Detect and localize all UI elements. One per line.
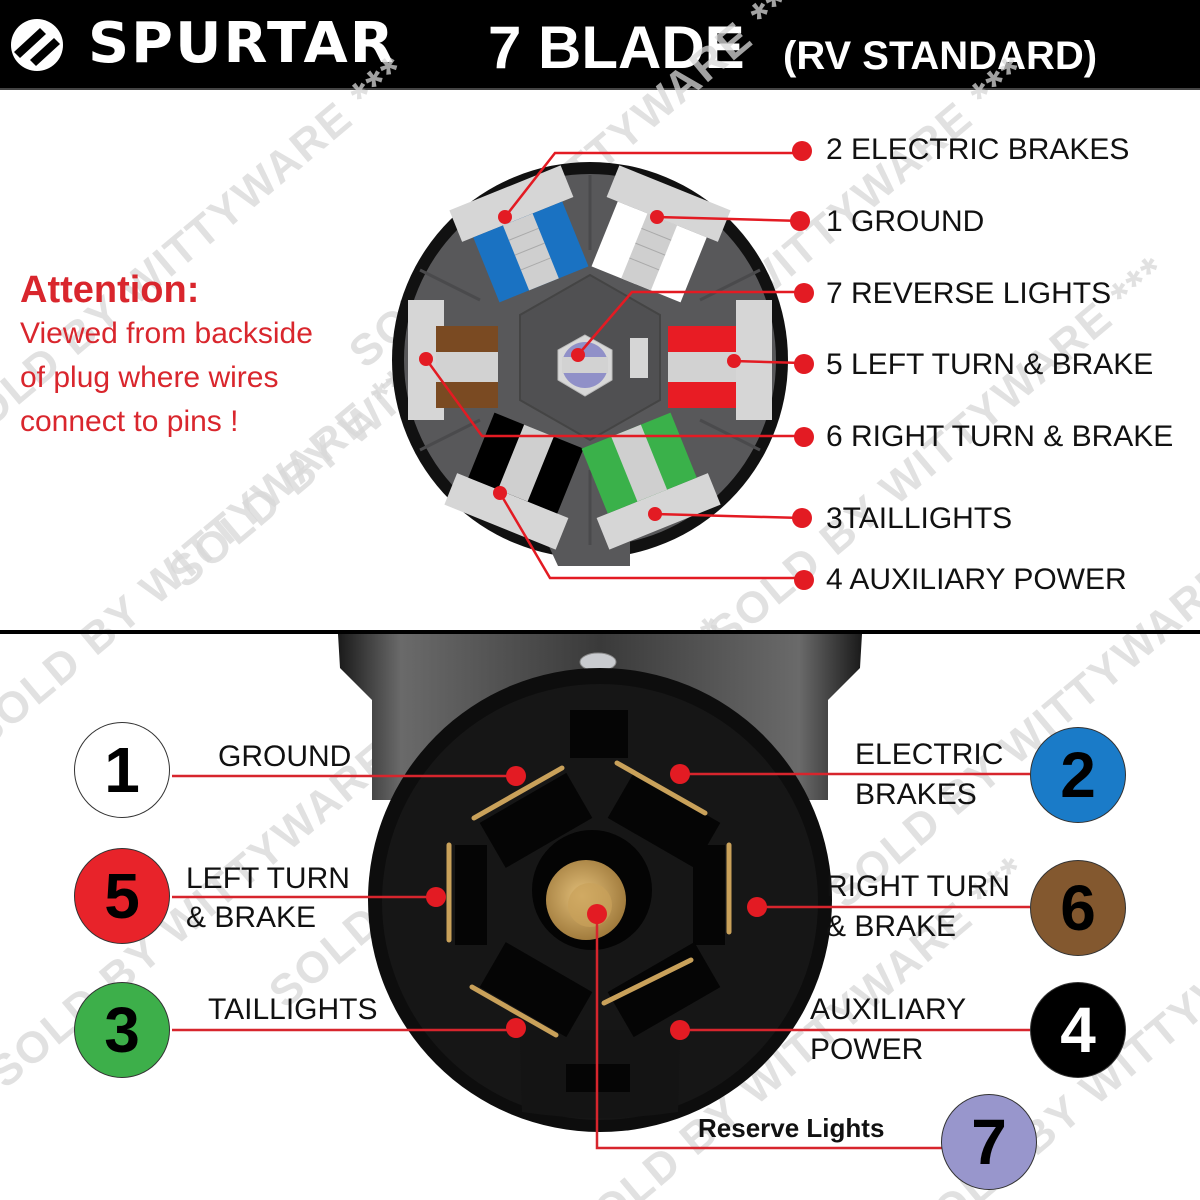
spurtar-logo-icon	[11, 19, 63, 71]
page-title: 7 BLADE	[488, 14, 745, 81]
socket-label-right-turn: RIGHT TURN	[826, 870, 1010, 903]
terminal-1-white	[591, 165, 731, 303]
socket-label-left-turn: LEFT TURN	[186, 862, 350, 895]
attention-line: Viewed from backside	[20, 317, 313, 350]
pin-badge-5: 5	[74, 848, 170, 944]
terminal-2-blue	[449, 165, 589, 303]
socket-label-left-turn-2: & BRAKE	[186, 901, 317, 934]
pin-label-4: 4 AUXILIARY POWER	[826, 563, 1127, 596]
pin-label-6: 6 RIGHT TURN & BRAKE	[826, 420, 1174, 453]
attention-line: of plug where wires	[20, 361, 279, 394]
pin-label-2: 2 ELECTRIC BRAKES	[826, 133, 1130, 166]
socket-label-ground: GROUND	[218, 740, 352, 773]
attention-line: connect to pins !	[20, 405, 239, 438]
pin-badge-3: 3	[74, 982, 170, 1078]
terminal-5-red	[630, 300, 772, 420]
pin-label-5: 5 LEFT TURN & BRAKE	[826, 348, 1154, 381]
attention-note: Attention: Viewed from backside of plug …	[20, 268, 313, 444]
pin-badge-1: 1	[74, 722, 170, 818]
pin-badge-2: 2	[1030, 727, 1126, 823]
socket-label-taillights: TAILLIGHTS	[208, 993, 378, 1026]
pin-label-7: 7 REVERSE LIGHTS	[826, 277, 1112, 310]
socket-label-electric-brakes: ELECTRIC	[855, 738, 1004, 771]
section-divider	[0, 630, 1200, 634]
terminal-7-purple	[557, 334, 613, 397]
plug-back-view	[392, 141, 814, 590]
socket-label-reserve-lights: Reserve Lights	[698, 1113, 885, 1143]
terminal-6-brown	[408, 300, 498, 420]
attention-title: Attention:	[20, 269, 200, 311]
pin-badge-7: 7	[941, 1094, 1037, 1190]
pin-badge-6: 6	[1030, 860, 1126, 956]
socket-label-right-turn-2: & BRAKE	[826, 910, 957, 943]
page-subtitle: (RV STANDARD)	[783, 34, 1098, 78]
socket-label-electric-brakes-2: BRAKES	[855, 778, 977, 811]
pin-label-3: 3TAILLIGHTS	[826, 502, 1013, 535]
pin-label-1: 1 GROUND	[826, 205, 985, 238]
socket-label-auxiliary: AUXILIARY	[810, 993, 967, 1026]
header-bar: SPURTAR 7 BLADE (RV STANDARD)	[0, 0, 1200, 90]
pin-badge-4: 4	[1030, 982, 1126, 1078]
brand-name: SPURTAR	[88, 11, 396, 76]
socket-label-auxiliary-2: POWER	[810, 1033, 924, 1066]
